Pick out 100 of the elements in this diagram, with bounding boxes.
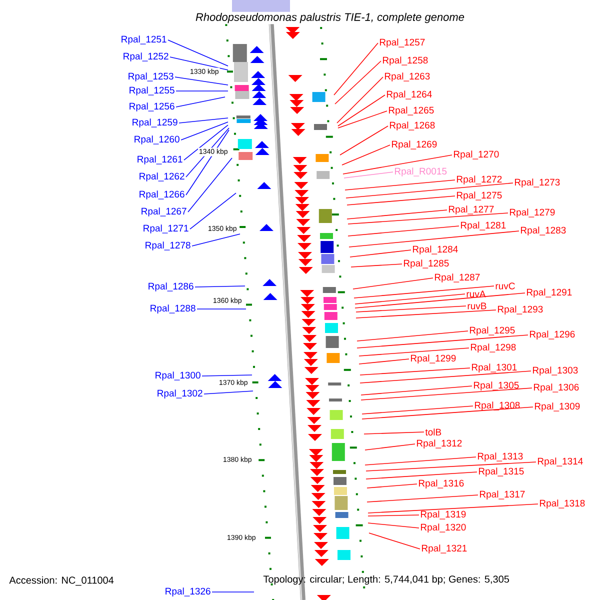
leader-line <box>338 110 388 128</box>
title: Rhodopseudomonas palustris TIE-1, complete genome <box>194 12 466 24</box>
gene-label: Rpal_1286 <box>148 282 194 292</box>
gene-label: Rpal_1253 <box>128 72 174 82</box>
gene-label: Rpal_1302 <box>158 390 202 398</box>
gene-label: Rpal_1326 <box>166 588 210 596</box>
gene-label: Rpal_1300 <box>156 372 200 380</box>
gene-label: Rpal_1305 <box>474 382 519 390</box>
leader-line <box>168 40 228 66</box>
leader-line <box>188 158 232 212</box>
leader-line <box>354 294 466 304</box>
gene-label: Rpal_1255 <box>130 86 174 96</box>
gene-label: Rpal_1266 <box>140 190 184 200</box>
leader-line <box>174 76 228 86</box>
leader-line <box>176 96 226 108</box>
gene-label: Rpal_1306 <box>534 384 579 392</box>
gene-label: Rpal_1278 <box>146 242 190 250</box>
gene-label: Rpal_1252 <box>124 52 168 62</box>
leader-line <box>352 278 434 290</box>
leader-line <box>356 310 496 318</box>
gene-label: Rpal_1291 <box>527 288 572 298</box>
leader-line <box>336 76 384 124</box>
gene-label: Rpal_1313 <box>478 452 523 462</box>
gene-label: Rpal_1269 <box>392 140 437 150</box>
gene-label: Rpal_1271 <box>144 224 188 234</box>
leader-line <box>346 196 456 206</box>
leader-line <box>342 144 390 166</box>
gene-label: Rpal_1312 <box>417 440 462 448</box>
leader-line <box>190 192 236 230</box>
gene-label: Rpal_1315 <box>479 468 524 476</box>
leader-line <box>194 286 246 288</box>
leader-line <box>180 122 228 140</box>
gene-label: Rpal_1295 <box>470 326 515 336</box>
gene-label: tolB <box>425 428 442 436</box>
gene-label: Rpal_1318 <box>540 500 585 508</box>
gene-label: Rpal_R0015 <box>395 168 447 176</box>
leader-line <box>362 406 474 414</box>
leader-line <box>176 90 228 92</box>
gene-label: Rpal_1317 <box>480 490 525 500</box>
gene-label: Rpal_1288 <box>150 304 196 314</box>
leader-line <box>346 182 514 198</box>
gene-label: Rpal_1262 <box>140 172 184 182</box>
leader-line <box>344 180 456 190</box>
leader-line <box>360 388 532 400</box>
gene-label: Rpal_1285 <box>404 260 449 268</box>
gene-label: Rpal_1299 <box>411 354 456 364</box>
gene-label: Rpal_1267 <box>142 208 186 216</box>
leader-line <box>354 286 494 298</box>
leader-line <box>362 406 534 420</box>
leader-line <box>360 386 472 396</box>
leader-line <box>360 370 532 384</box>
leader-line <box>364 456 476 466</box>
leader-line <box>178 118 228 124</box>
gene-label: Rpal_1284 <box>413 246 458 254</box>
leader-line <box>356 330 468 342</box>
gene-label: Rpal_1268 <box>390 122 435 130</box>
leader-line <box>344 172 394 178</box>
leader-line <box>348 226 460 236</box>
gene-label: Rpal_1257 <box>380 38 425 48</box>
leader-line <box>360 368 470 376</box>
gene-label: Rpal_1258 <box>383 56 428 66</box>
gene-label: Rpal_1321 <box>422 544 467 554</box>
gene-label: Rpal_1287 <box>435 274 480 282</box>
gene-label: Rpal_1272 <box>457 176 502 184</box>
footer-text: Topology: circular; Length: 5,744,041 bp; Genes: 5,305 <box>263 575 510 585</box>
leader-line <box>368 522 420 528</box>
gene-label: Rpal_1270 <box>454 150 499 160</box>
leader-line <box>348 212 508 224</box>
leader-line <box>202 374 252 376</box>
leader-line <box>358 358 410 364</box>
gene-label: Rpal_1273 <box>515 178 560 188</box>
gene-label: Rpal_1277 <box>449 206 494 214</box>
gene-label: Rpal_1303 <box>533 366 578 376</box>
gene-label: Rpal_1279 <box>510 208 555 218</box>
gene-label: Rpal_1320 <box>421 524 466 532</box>
leader-line <box>170 56 228 70</box>
leader-line <box>350 250 412 258</box>
gene-label: Rpal_1293 <box>498 306 543 314</box>
gene-label: Rpal_1281 <box>461 222 506 230</box>
gene-label: Rpal_1283 <box>521 226 566 236</box>
leader-line <box>358 348 470 356</box>
leader-line <box>368 514 420 516</box>
gene-label: Rpal_1298 <box>471 344 516 352</box>
leader-line <box>366 484 418 488</box>
gene-label: Rpal_1260 <box>134 136 180 144</box>
leader-line <box>356 334 528 348</box>
leader-line <box>184 124 228 160</box>
gene-label: Rpal_1319 <box>421 510 466 520</box>
leader-line <box>368 504 538 514</box>
leader-line <box>334 42 378 96</box>
leader-line <box>366 472 478 480</box>
leader-line <box>364 444 416 450</box>
leader-line <box>338 94 386 126</box>
leader-line <box>192 234 240 246</box>
gene-label: ruvC <box>496 282 515 290</box>
leader-line <box>366 462 536 472</box>
gene-label: Rpal_1314 <box>538 458 583 466</box>
leader-line <box>342 154 452 174</box>
footer-text: Accession: NC_011004 <box>9 576 114 586</box>
leader-line <box>196 308 246 310</box>
